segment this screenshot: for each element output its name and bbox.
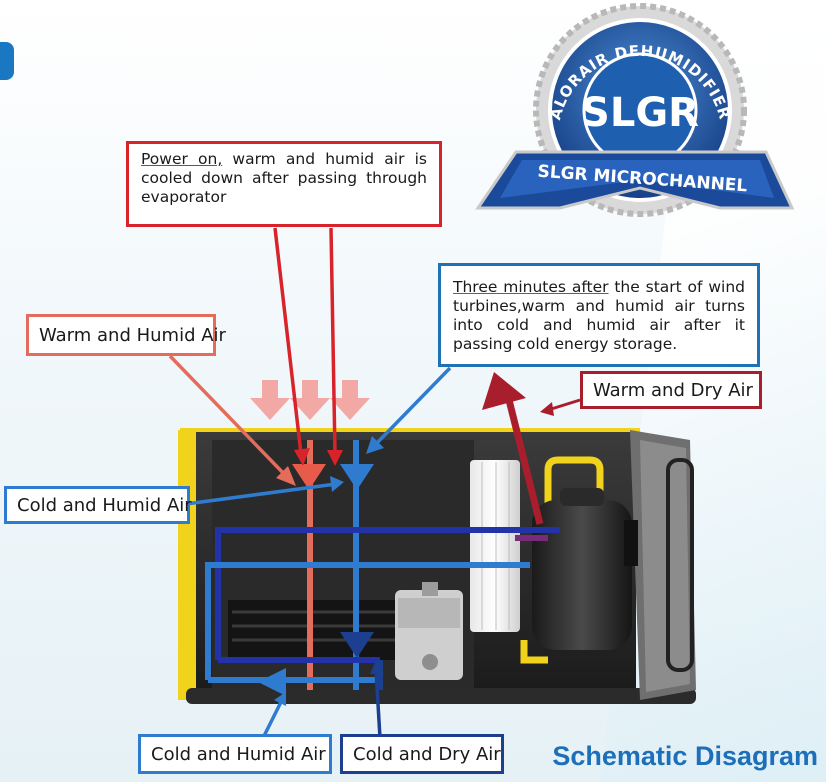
cold-dry-air-label: Cold and Dry Air [340, 734, 504, 774]
power-on-callout: Power on, warm and humid air is cooled d… [126, 141, 442, 227]
warm-humid-air-label: Warm and Humid Air [26, 314, 226, 356]
cold-humid-air-text-left: Cold and Humid Air [17, 494, 192, 516]
callout-leader-lines [168, 227, 581, 741]
three-minutes-highlight: Three minutes after [453, 278, 609, 296]
three-minutes-callout: Three minutes after the start of wind tu… [438, 263, 760, 367]
incoming-warm-air-arrows [250, 380, 370, 420]
cold-humid-air-label-bottom: Cold and Humid Air [138, 734, 332, 774]
cold-humid-air-label-left: Cold and Humid Air [4, 486, 192, 524]
warm-dry-air-text: Warm and Dry Air [593, 379, 753, 401]
warm-dry-air-label: Warm and Dry Air [580, 371, 762, 409]
power-on-highlight: Power on, [141, 150, 223, 168]
cold-dry-air-text: Cold and Dry Air [353, 743, 501, 765]
compressor [532, 488, 638, 650]
air-filter-panel [470, 460, 520, 632]
warm-humid-air-text: Warm and Humid Air [39, 324, 226, 346]
corner-tab-decoration [0, 42, 14, 80]
schematic-title: Schematic Disagram [552, 741, 818, 771]
yellow-refrigerant-pipes [520, 456, 604, 664]
airflow-arrowheads [258, 464, 374, 696]
three-minutes-text: the start of wind turbines,warm and humi… [453, 278, 745, 353]
condensate-pump [395, 582, 463, 680]
slgr-badge-seal: ALORAIR DEHUMIDIFIER SLGR SLGR MICROCHAN… [475, 3, 795, 217]
cold-humid-air-text-bottom: Cold and Humid Air [151, 743, 326, 765]
badge-main-text: SLGR [581, 90, 699, 136]
power-on-text: warm and humid air is cooled down after … [141, 150, 427, 206]
